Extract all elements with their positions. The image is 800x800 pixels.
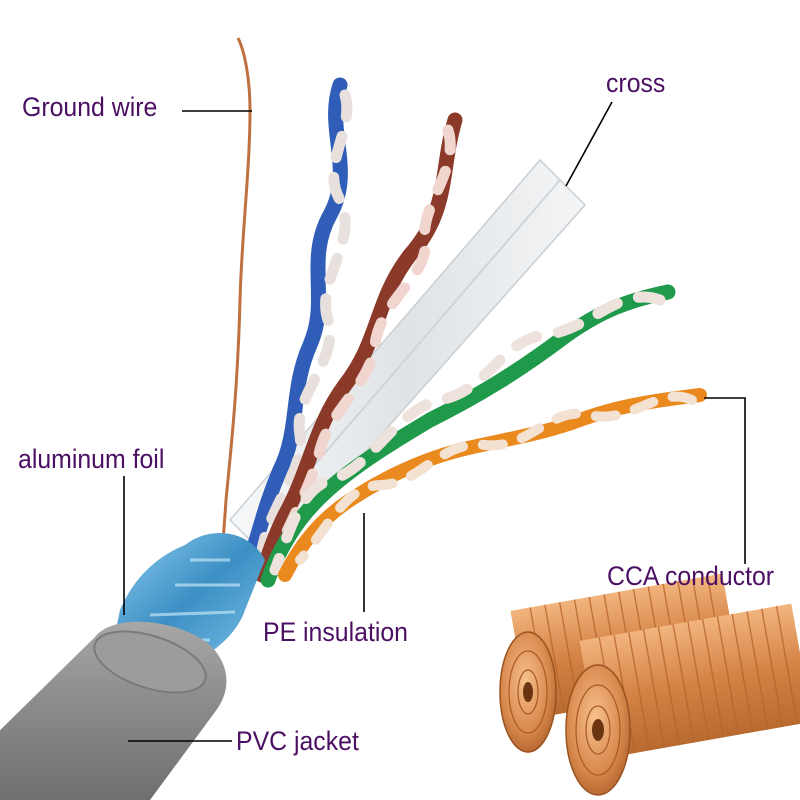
cca-conductor-leader bbox=[704, 397, 746, 564]
pvc-jacket-label: PVC jacket bbox=[236, 726, 359, 756]
cross-label: cross bbox=[606, 68, 666, 98]
cca-conductor-label: CCA conductor bbox=[607, 561, 775, 591]
orange-twisted-pair bbox=[278, 388, 707, 582]
aluminum-foil-label: aluminum foil bbox=[18, 444, 165, 474]
brown-twisted-pair bbox=[254, 112, 463, 583]
pvc-jacket bbox=[0, 621, 227, 800]
ground-wire bbox=[218, 37, 252, 571]
ground-wire-label: Ground wire bbox=[22, 92, 158, 122]
green-twisted-pair bbox=[260, 284, 676, 588]
blue-twisted-pair bbox=[242, 77, 353, 568]
cca-coil-front bbox=[565, 603, 800, 796]
cross-leader bbox=[565, 101, 613, 187]
pe-insulation-label: PE insulation bbox=[263, 617, 409, 647]
